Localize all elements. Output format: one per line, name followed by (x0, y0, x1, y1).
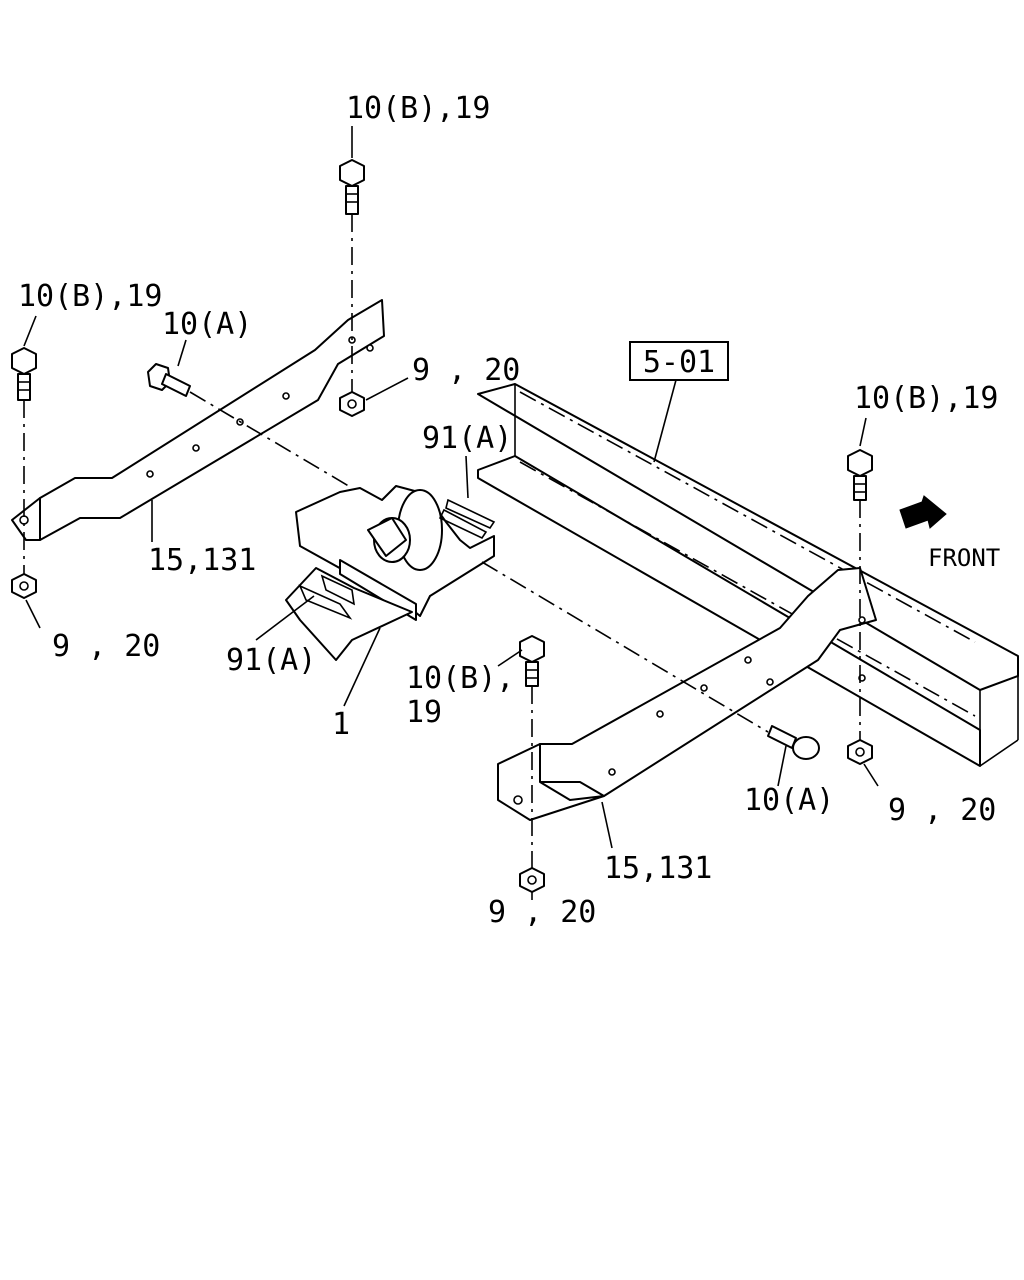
callout-bolt-b-center-line2: 19 (406, 695, 442, 730)
leader-lines (23, 126, 879, 900)
callout-labels: 10(B),19 10(B),19 10(A) 9 , 20 9 , 20 15… (18, 91, 999, 930)
bolt-b-top (339, 159, 365, 215)
callout-nut-center-bottom: 9 , 20 (488, 895, 596, 930)
bolt-a-right (767, 725, 820, 760)
reference-box: 5-01 (629, 341, 729, 381)
callout-bolt-a-left: 10(A) (162, 307, 252, 342)
callout-bracket-right: 15,131 (604, 851, 712, 886)
callout-bolt-a-right: 10(A) (744, 783, 834, 818)
callout-bolt-b-left: 10(B),19 (18, 279, 163, 314)
front-label: FRONT (928, 544, 1000, 572)
bolt-b-center (519, 635, 545, 687)
frame-rail (477, 383, 1019, 767)
callout-bolt-b-center-line1: 10(B), (406, 661, 514, 696)
callout-bolt-b-top: 10(B),19 (346, 91, 491, 126)
nut-left-lower (11, 573, 37, 599)
assembly-center-lines (23, 214, 861, 868)
callout-nut-left-upper: 9 , 20 (412, 353, 520, 388)
front-direction: FRONT (899, 495, 1000, 572)
nut-center-bottom (519, 867, 545, 893)
engine-mount (285, 485, 496, 661)
callout-insulator-upper: 91(A) (422, 421, 512, 456)
bolt-a-left (147, 363, 191, 397)
callout-nut-left-lower: 9 , 20 (52, 629, 160, 664)
callout-bolt-b-right: 10(B),19 (854, 381, 999, 416)
callout-bracket-left: 15,131 (148, 543, 256, 578)
front-arrow-icon (899, 495, 947, 529)
callout-mount: 1 (332, 707, 350, 742)
nut-left-upper (339, 391, 365, 417)
callout-nut-right: 9 , 20 (888, 793, 996, 828)
bolt-b-right (847, 449, 873, 501)
nut-right (847, 739, 873, 765)
bolt-b-left (11, 347, 37, 401)
callout-insulator-lower: 91(A) (226, 643, 316, 678)
reference-box-label: 5-01 (643, 345, 715, 380)
